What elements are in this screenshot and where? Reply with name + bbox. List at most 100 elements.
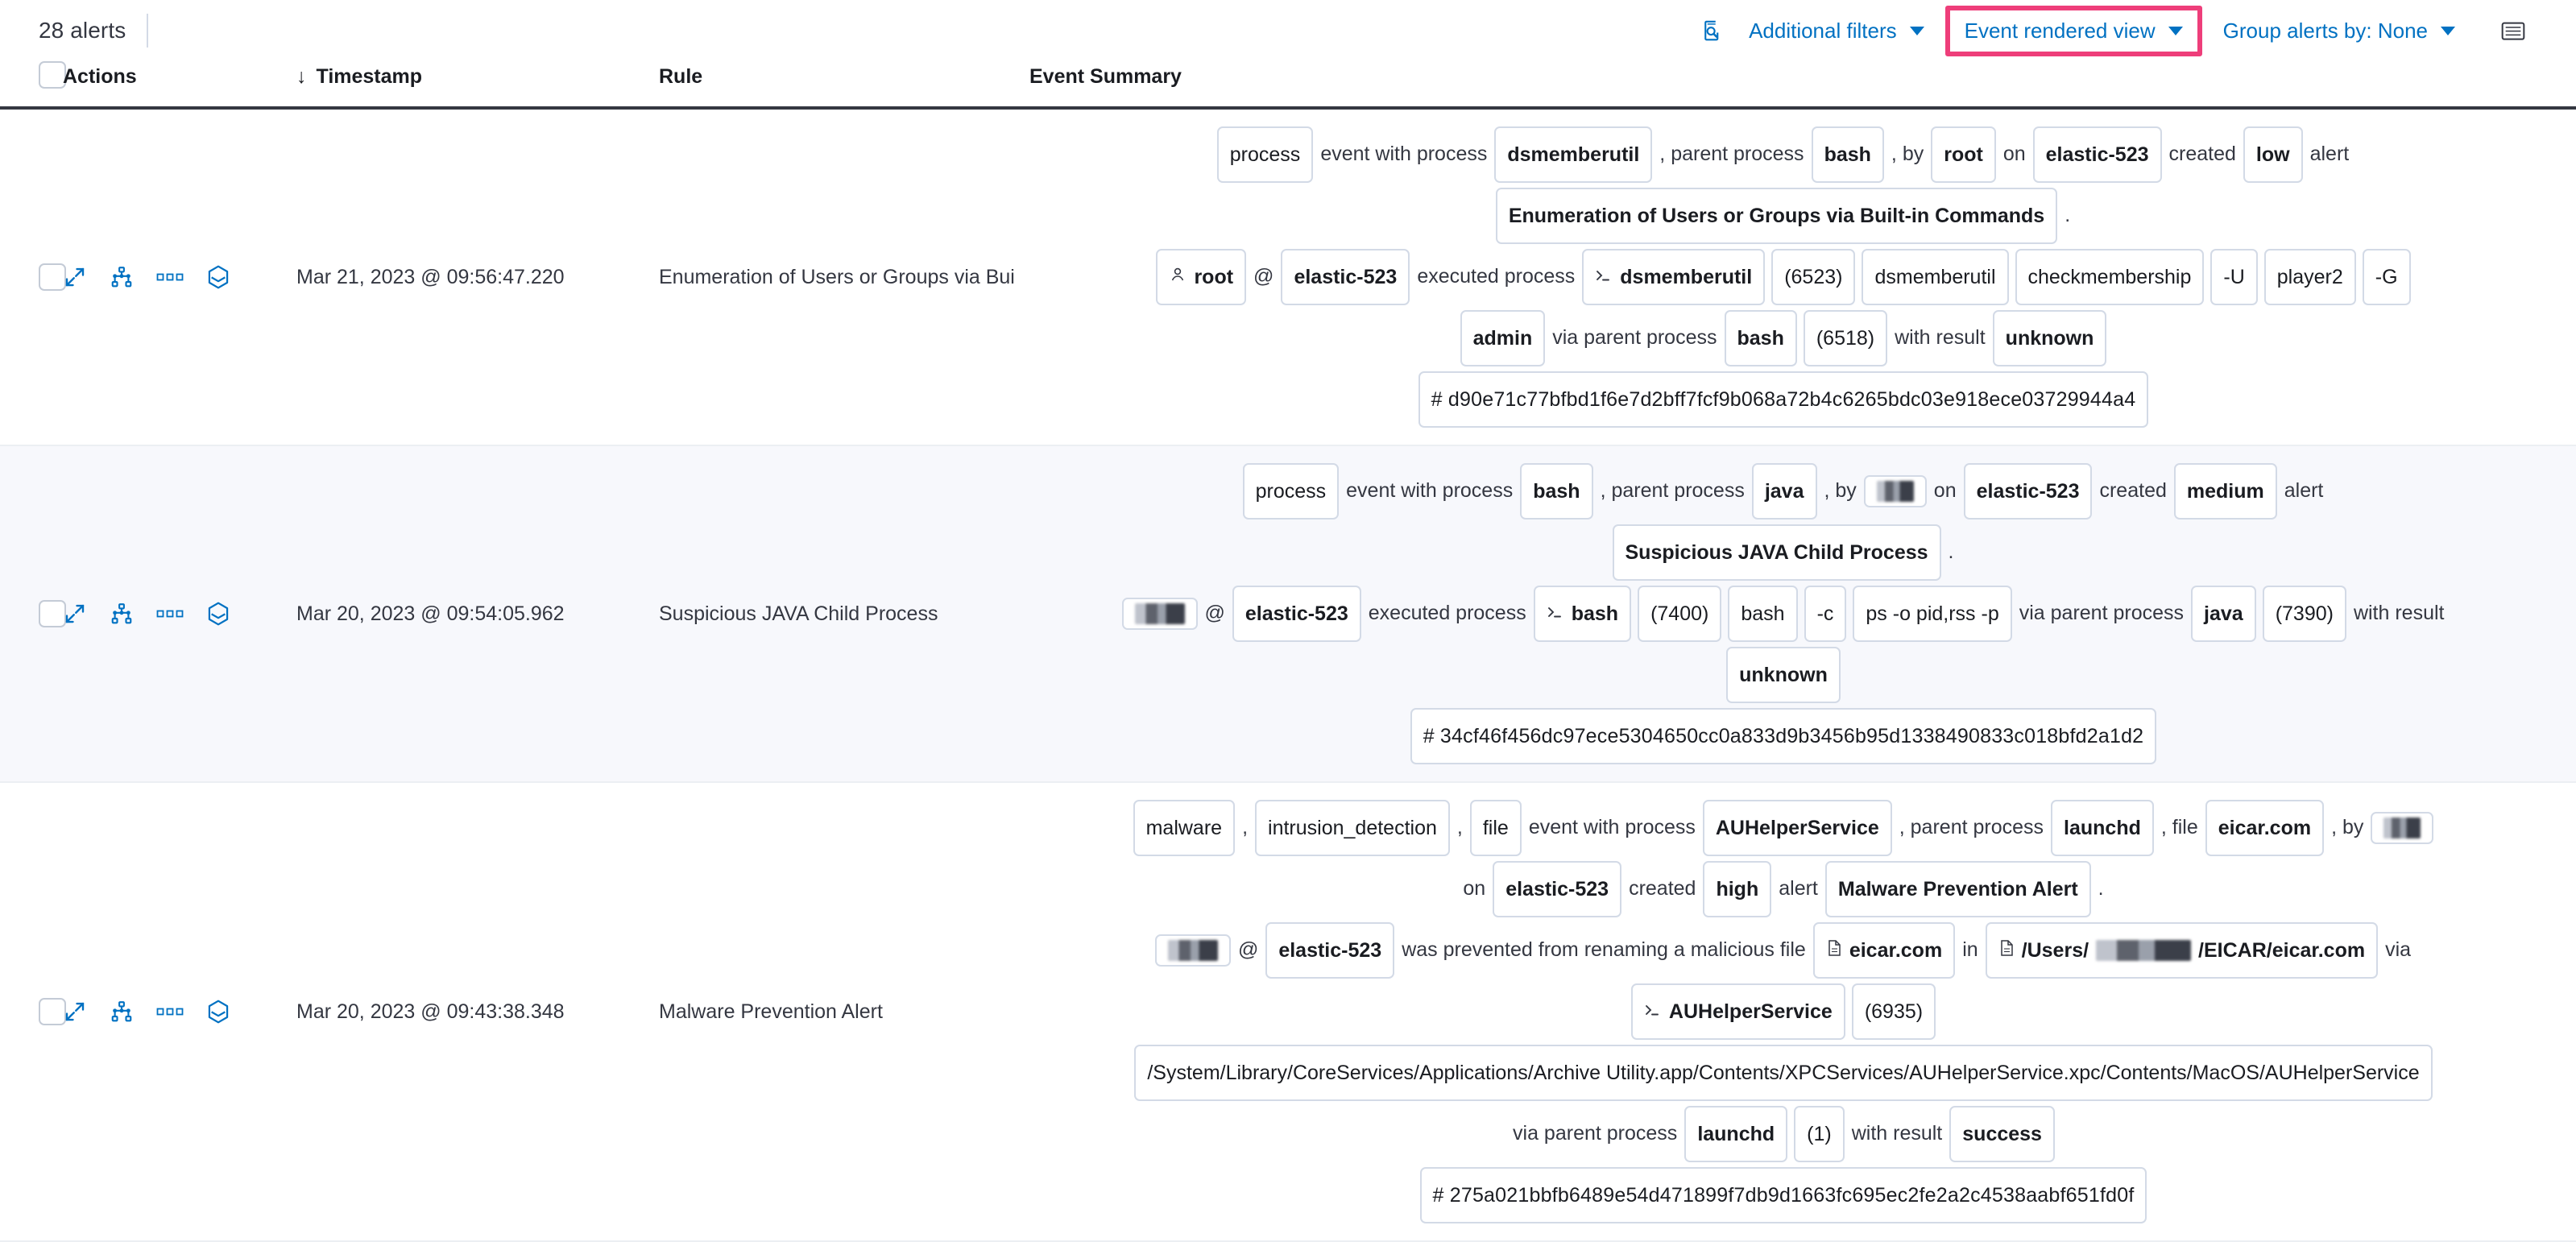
expand-icon[interactable] (63, 265, 87, 289)
summary-chip[interactable]: -c (1804, 586, 1847, 642)
rule-name[interactable]: Malware Prevention Alert (659, 1000, 883, 1023)
summary-text: . (1948, 540, 1954, 563)
summary-chip[interactable]: high (1703, 861, 1772, 917)
summary-chip[interactable]: bash (1533, 586, 1632, 642)
summary-chip[interactable]: java (1751, 463, 1817, 520)
summary-chip[interactable]: (7400) (1638, 586, 1722, 642)
summary-chip[interactable]: Enumeration of Users or Groups via Built… (1495, 188, 2058, 244)
summary-chip[interactable]: bash (1728, 586, 1798, 642)
summary-chip[interactable]: (6518) (1803, 310, 1888, 366)
summary-chip[interactable]: (1) (1794, 1106, 1845, 1162)
event-rendered-view-button[interactable]: Event rendered view (1957, 14, 2191, 48)
summary-chip[interactable]: dsmemberutil (1494, 126, 1653, 183)
summary-chip[interactable]: -U (2210, 249, 2258, 305)
summary-chip[interactable]: process (1242, 463, 1340, 520)
timestamp-value: Mar 20, 2023 @ 09:54:05.962 (296, 602, 565, 625)
th-actions[interactable]: Actions (63, 65, 137, 88)
summary-chip[interactable]: elastic-523 (1963, 463, 2093, 520)
summary-chip[interactable]: success (1949, 1106, 2055, 1162)
summary-chip[interactable]: -G (2362, 249, 2411, 305)
table-row[interactable]: Mar 20, 2023 @ 09:43:38.348 Malware Prev… (0, 782, 2576, 1241)
summary-chip[interactable]: dsmemberutil (1582, 249, 1766, 305)
rule-name[interactable]: Enumeration of Users or Groups via Bui (659, 265, 1015, 288)
table-row[interactable]: Mar 20, 2023 @ 09:54:05.962 Suspicious J… (0, 445, 2576, 782)
summary-chip[interactable]: file (1469, 800, 1522, 856)
summary-chip[interactable]: player2 (2263, 249, 2356, 305)
analyzer-icon[interactable] (206, 601, 230, 627)
expand-icon[interactable] (63, 602, 87, 626)
summary-chip[interactable]: root (1931, 126, 1996, 183)
row-actions-cell (63, 782, 296, 1241)
summary-hash-chip[interactable]: # 275a021bbfb6489e54d471899f7db9d1663fc6… (1419, 1167, 2147, 1223)
summary-chip[interactable]: /Users//EICAR/eicar.com (1985, 922, 2379, 979)
summary-chip[interactable]: launchd (2051, 800, 2154, 856)
th-rule[interactable]: Rule (659, 65, 703, 88)
summary-chip[interactable] (1121, 598, 1198, 630)
table-row[interactable]: Mar 21, 2023 @ 09:56:47.220 Enumeration … (0, 108, 2576, 445)
summary-chip[interactable]: AUHelperService (1702, 800, 1892, 856)
session-view-icon[interactable] (110, 602, 134, 626)
expand-icon[interactable] (63, 1000, 87, 1024)
summary-chip[interactable] (2371, 812, 2434, 844)
chip-label: elastic-523 (1278, 939, 1382, 962)
summary-chip[interactable]: intrusion_detection (1255, 800, 1450, 856)
summary-chip[interactable]: unknown (1726, 647, 1841, 703)
summary-chip[interactable]: bash (1520, 463, 1593, 520)
session-view-icon[interactable] (110, 265, 134, 289)
summary-chip[interactable]: (6523) (1771, 249, 1856, 305)
inspect-icon[interactable] (1689, 9, 1736, 52)
summary-chip[interactable]: eicar.com (1812, 922, 1956, 979)
summary-chip[interactable] (1863, 475, 1927, 507)
group-alerts-by-button[interactable]: Group alerts by: None (2210, 9, 2468, 53)
summary-hash-chip[interactable]: # d90e71c77bfbd1f6e7d2bff7fcf9b068a72b4c… (1418, 371, 2149, 428)
summary-chip[interactable]: low (2243, 126, 2303, 183)
summary-chip[interactable]: Suspicious JAVA Child Process (1612, 524, 1941, 581)
summary-chip[interactable]: bash (1811, 126, 1884, 183)
chip-label-suffix: /EICAR/eicar.com (2198, 939, 2366, 962)
th-event-summary[interactable]: Event Summary (1029, 65, 1182, 88)
summary-chip[interactable]: process (1216, 126, 1314, 183)
summary-chip[interactable]: medium (2173, 463, 2277, 520)
more-actions-icon[interactable] (156, 1005, 184, 1018)
summary-chip[interactable]: root (1156, 249, 1247, 305)
analyzer-icon[interactable] (206, 999, 230, 1025)
summary-chip[interactable]: launchd (1684, 1106, 1788, 1162)
select-all-checkbox[interactable] (39, 61, 66, 89)
more-actions-icon[interactable] (156, 607, 184, 620)
summary-chip[interactable]: Malware Prevention Alert (1824, 861, 2091, 917)
summary-hash-chip[interactable]: # 34cf46f456dc97ece5304650cc0a833d9b3456… (1410, 708, 2157, 764)
additional-filters-button[interactable]: Additional filters (1736, 9, 1937, 53)
more-actions-icon[interactable] (156, 271, 184, 284)
summary-chip[interactable]: java (2191, 586, 2256, 642)
rule-name[interactable]: Suspicious JAVA Child Process (659, 602, 938, 625)
summary-chip[interactable]: malware (1133, 800, 1236, 856)
summary-chip[interactable]: /System/Library/CoreServices/Application… (1134, 1045, 2433, 1101)
summary-chip[interactable]: elastic-523 (1281, 249, 1410, 305)
analyzer-icon[interactable] (206, 264, 230, 290)
summary-chip[interactable]: eicar.com (2205, 800, 2325, 856)
summary-chip[interactable]: ps -o pid,rss -p (1853, 586, 2012, 642)
summary-chip[interactable]: unknown (1992, 310, 2107, 366)
summary-chip[interactable]: (7390) (2262, 586, 2346, 642)
summary-chip[interactable]: elastic-523 (1232, 586, 1361, 642)
summary-chip[interactable]: dsmemberutil (1862, 249, 2009, 305)
summary-chip[interactable]: elastic-523 (1265, 922, 1395, 979)
summary-chip[interactable]: admin (1460, 310, 1546, 366)
summary-chip[interactable]: elastic-523 (2032, 126, 2162, 183)
summary-chip[interactable] (1154, 934, 1231, 967)
row-checkbox[interactable] (39, 263, 66, 291)
summary-chip[interactable]: AUHelperService (1630, 983, 1845, 1040)
summary-chip[interactable]: elastic-523 (1493, 861, 1622, 917)
th-timestamp[interactable]: ↓Timestamp (296, 61, 659, 108)
console-icon (1595, 255, 1613, 300)
summary-chip[interactable]: checkmembership (2015, 249, 2205, 305)
summary-chip[interactable]: bash (1724, 310, 1797, 366)
session-view-icon[interactable] (110, 1000, 134, 1024)
row-checkbox[interactable] (39, 600, 66, 627)
row-checkbox[interactable] (39, 998, 66, 1025)
chip-label: Enumeration of Users or Groups via Built… (1508, 205, 2045, 227)
chip-label: elastic-523 (1294, 266, 1398, 288)
summary-chip[interactable]: (6935) (1851, 983, 1936, 1040)
field-browser-icon[interactable] (2489, 9, 2537, 52)
